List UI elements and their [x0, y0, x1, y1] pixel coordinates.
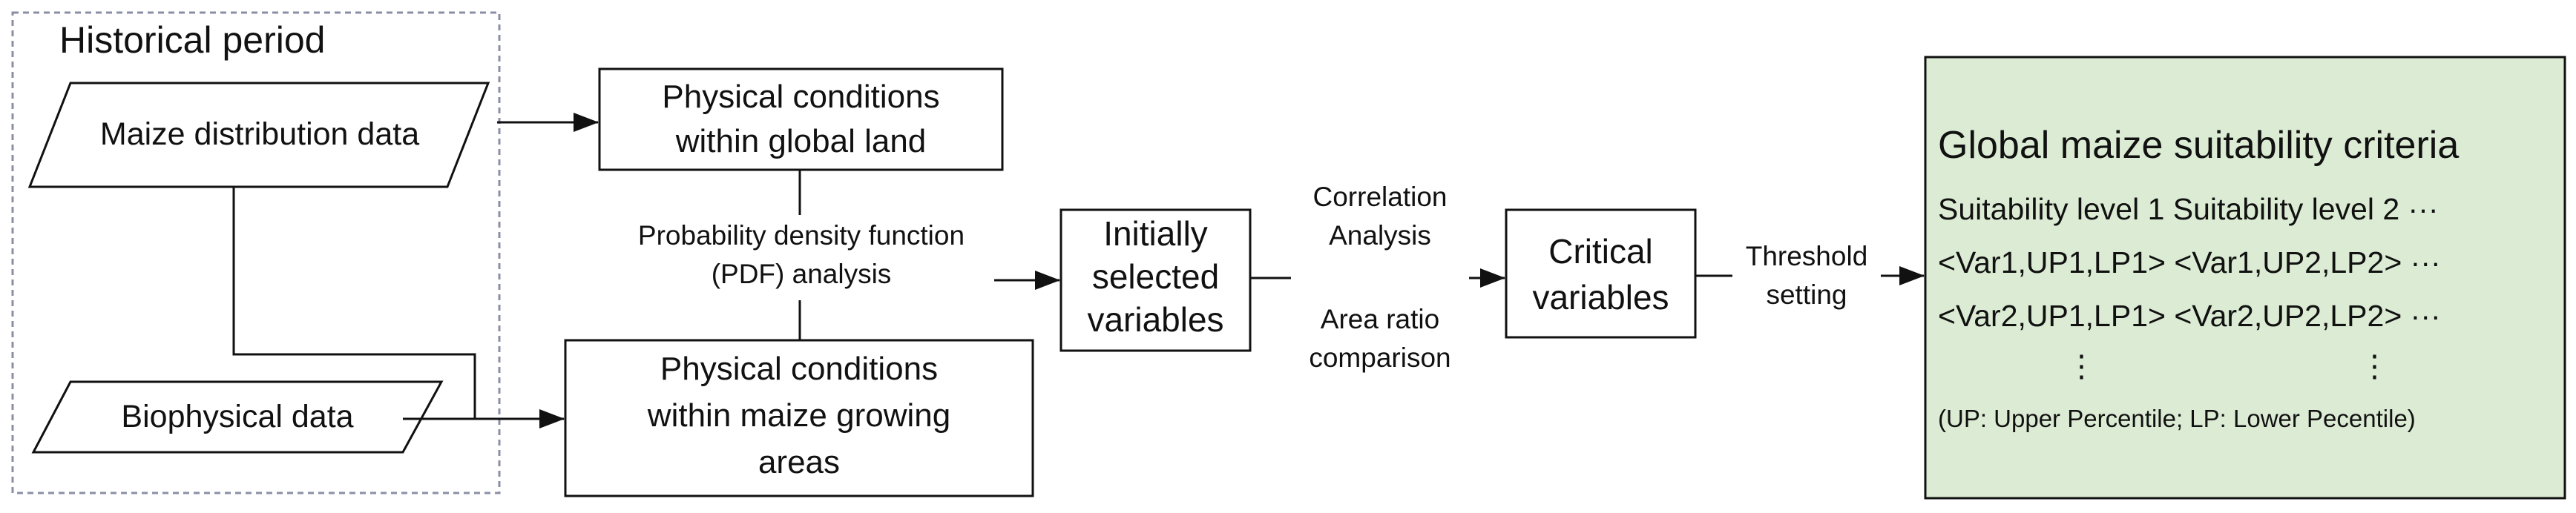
- area-ratio-label: Area ratio comparison: [1309, 304, 1451, 373]
- criteria-vdots-1: ⋮: [2066, 349, 2097, 383]
- physical-maize-box: [564, 339, 1034, 497]
- biophysical-shape: [31, 380, 444, 454]
- criteria-box: [1924, 56, 2566, 500]
- physical-global-box: [598, 67, 1004, 171]
- maize-distribution-label: Maize distribution data: [99, 116, 420, 152]
- criteria-row-var1: <Var1,UP1,LP1> <Var1,UP2,LP2> ···: [1938, 245, 2441, 279]
- historical-period-frame: [11, 11, 501, 494]
- criteria-row-var2: <Var2,UP1,LP1> <Var2,UP2,LP2> ···: [1938, 299, 2441, 333]
- criteria-vdots-2: ⋮: [2359, 349, 2390, 383]
- physical-maize-label: Physical conditions within maize growing…: [647, 351, 951, 480]
- initially-selected-label: Initially selected variables: [1087, 214, 1224, 339]
- criteria-row-levels: Suitability level 1 Suitability level 2 …: [1938, 192, 2439, 226]
- biophysical-label: Biophysical data: [121, 399, 354, 434]
- physical-global-label: Physical conditions within global land: [662, 79, 940, 159]
- threshold-label: Threshold setting: [1745, 241, 1868, 310]
- criteria-note: (UP: Upper Percentile; LP: Lower Pecenti…: [1938, 405, 2416, 432]
- historical-period-title: Historical period: [59, 19, 326, 61]
- critical-box: [1505, 208, 1697, 339]
- correlation-label: Correlation Analysis: [1312, 182, 1448, 251]
- pdf-analysis-label: Probability density function (PDF) analy…: [637, 220, 965, 289]
- critical-label: Critical variables: [1532, 232, 1669, 317]
- criteria-title: Global maize suitability criteria: [1938, 124, 2460, 167]
- initially-selected-box: [1059, 208, 1252, 352]
- maize-distribution-shape: [27, 82, 490, 188]
